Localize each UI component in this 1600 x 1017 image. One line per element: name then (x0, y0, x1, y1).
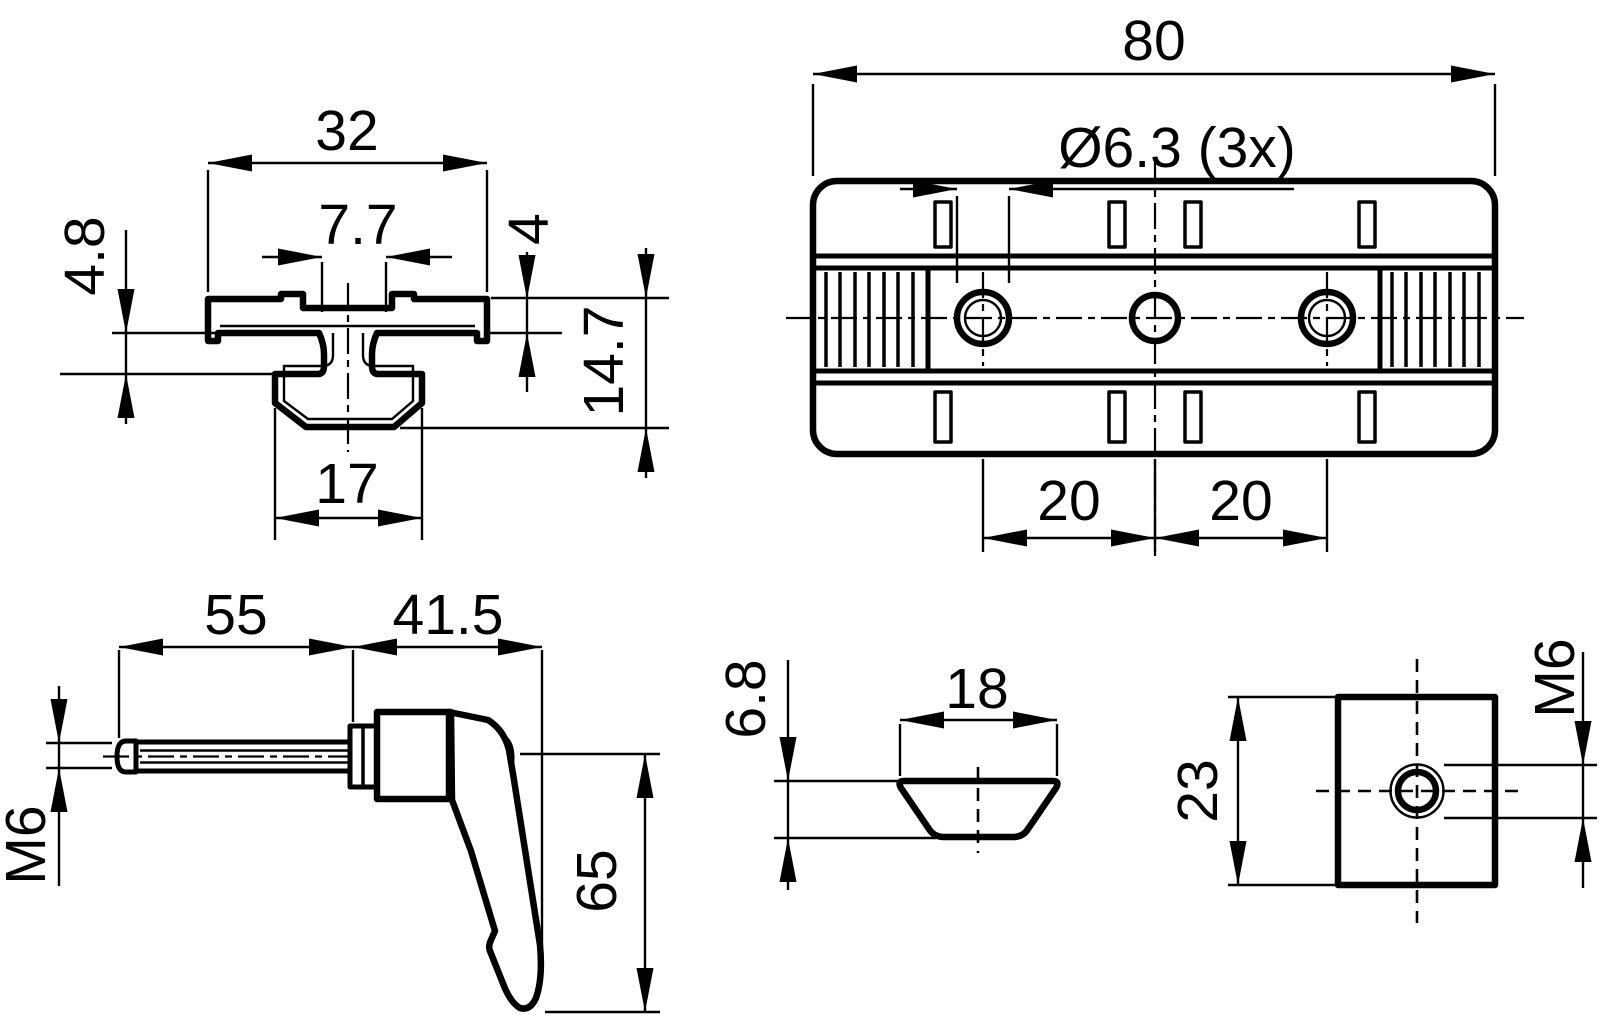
slot-nut-outline (896, 777, 1061, 841)
dim-t-profile-height: 14.7 (572, 306, 636, 417)
t-profile-outline (204, 290, 491, 431)
dim-t-profile-lip: 4.8 (53, 216, 117, 295)
dim-plate-width: 80 (1122, 9, 1185, 73)
plate-ribs-left (824, 272, 915, 367)
lever-body (373, 708, 453, 803)
plate-slots-top (933, 200, 1377, 249)
dim-t-profile-opening: 7.7 (318, 193, 397, 257)
dim-nut-block-height: 23 (1166, 759, 1230, 822)
dim-nut-profile-width: 18 (945, 657, 1008, 721)
plate-slots-bottom (933, 390, 1377, 444)
dim-t-profile-width: 32 (315, 99, 378, 163)
dim-lever-thread: M6 (0, 805, 58, 884)
dim-plate-pitch-left: 20 (1037, 469, 1100, 533)
view-t-profile-section: 32 7.7 4.8 4 14.7 17 (53, 99, 669, 540)
dim-lever-height: 65 (565, 849, 629, 912)
dim-t-profile-foot: 17 (315, 452, 378, 516)
dim-lever-body: 41.5 (393, 583, 504, 647)
view-clamp-plate: 80 Ø6.3 (3x) (786, 9, 1524, 556)
view-clamping-lever: 55 41.5 M6 65 (0, 583, 660, 1014)
dim-lever-shaft: 55 (204, 583, 267, 647)
view-slot-nut-section: 6.8 18 (714, 657, 1061, 890)
dim-plate-holes: Ø6.3 (3x) (1058, 116, 1296, 180)
view-slot-nut-front: 23 M6 (1166, 638, 1597, 923)
dim-plate-pitch-right: 20 (1209, 469, 1272, 533)
dim-t-profile-flange: 4 (497, 213, 561, 245)
dim-nut-profile-height: 6.8 (714, 659, 778, 738)
plate-ribs-right (1390, 272, 1481, 367)
lever-handle (445, 708, 545, 1012)
dim-nut-block-thread: M6 (1523, 638, 1587, 717)
